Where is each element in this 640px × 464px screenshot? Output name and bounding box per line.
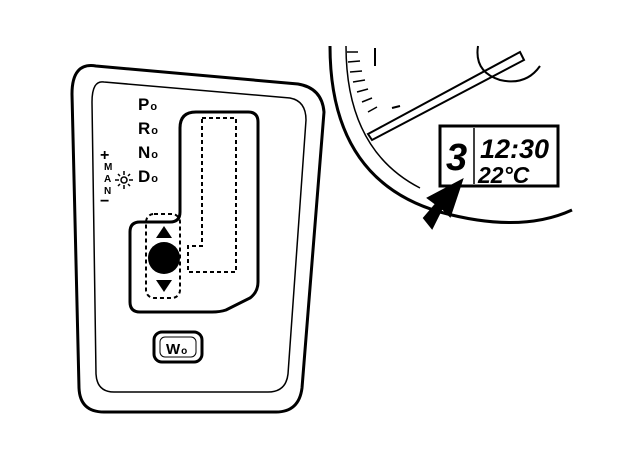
shifter-bezel-inner [91, 81, 307, 393]
pointer-arrow-icon [422, 177, 464, 230]
gear-label-r: Ro [138, 119, 158, 138]
sun-icon [115, 171, 133, 189]
downshift-arrow-icon [156, 280, 172, 292]
gear-label-n: No [138, 143, 158, 162]
selector-lever-knob[interactable] [148, 242, 180, 274]
lcd-temperature: 22°C [477, 162, 530, 188]
manual-label-m: M [104, 162, 112, 173]
winter-mode-button[interactable]: Wo [152, 330, 204, 364]
instrument-cluster: 3 12:30 22°C [328, 45, 573, 230]
winter-button-label: Wo [166, 341, 187, 358]
manual-label-a: A [104, 174, 111, 185]
upshift-arrow-icon [156, 226, 172, 238]
manual-label-n: N [104, 186, 111, 197]
lcd-display: 3 12:30 22°C [438, 124, 560, 188]
dial-outer-ring [328, 45, 573, 224]
manual-minus-sign: − [100, 193, 109, 210]
gear-label-d: Do [138, 167, 158, 186]
gauge-needle [366, 50, 526, 142]
manual-slot [145, 213, 181, 299]
dial-scale-ticks [347, 48, 401, 113]
secondary-gauge-arc [476, 45, 541, 83]
manual-plus-sign: + [100, 147, 109, 164]
lcd-clock: 12:30 [480, 134, 549, 164]
selector-travel-path [187, 117, 237, 273]
gear-label-p: Po [138, 95, 157, 114]
lcd-gear-indicator: 3 [446, 137, 467, 179]
dial-inner-ring [345, 45, 421, 189]
shifter-panel: Po Ro No Do + M A N − Wo [70, 64, 326, 414]
